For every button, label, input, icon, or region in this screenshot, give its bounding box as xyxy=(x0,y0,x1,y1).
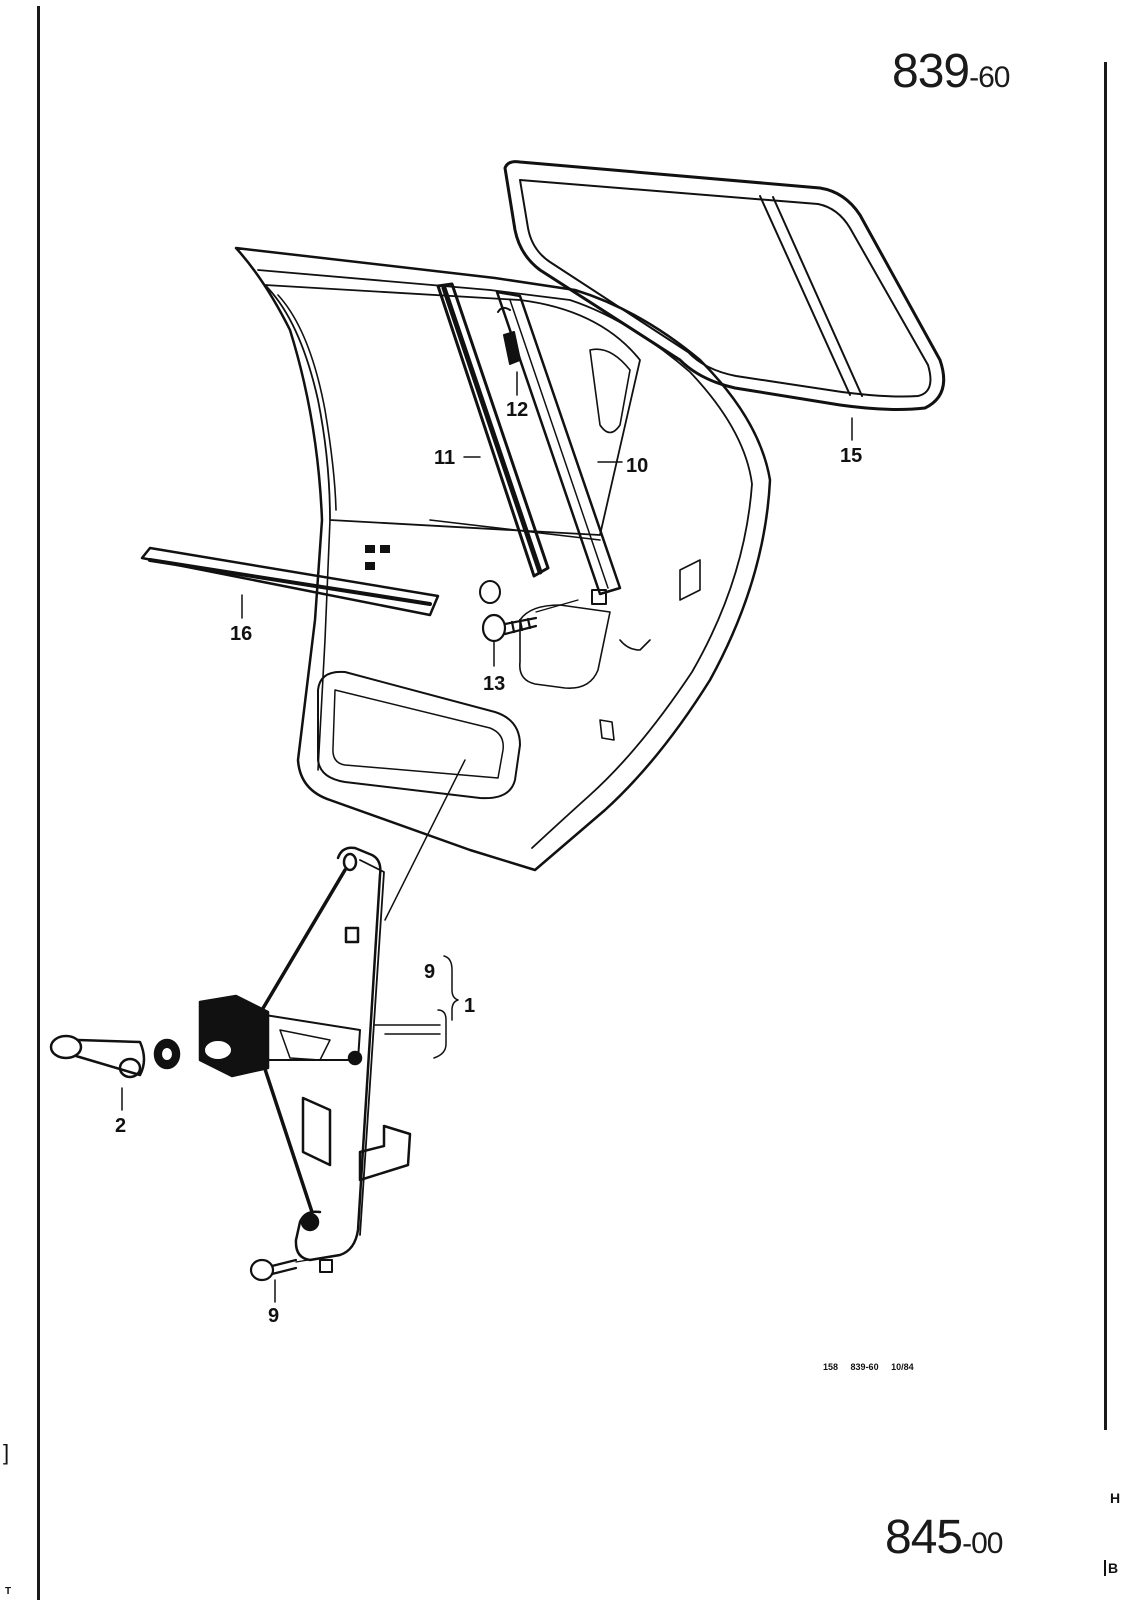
page-code-major: 839 xyxy=(892,45,970,98)
page-code-footer: 845-00 xyxy=(885,1510,1003,1565)
run-strip-part xyxy=(436,282,550,578)
clip-part xyxy=(497,306,521,365)
print-ref-a: 158 xyxy=(823,1362,839,1372)
door-shell-part xyxy=(234,246,772,872)
callout-9-upper: 9 xyxy=(424,961,435,983)
window-regulator-part xyxy=(198,846,412,1273)
page-code-minor: -60 xyxy=(969,61,1010,94)
right-h-mark: H xyxy=(1110,1490,1121,1506)
sill-strip-part xyxy=(140,546,440,617)
print-ref-b: 839-60 xyxy=(850,1362,879,1372)
callout-9-lower: 9 xyxy=(268,1305,279,1327)
callout-1: 1 xyxy=(464,995,475,1017)
callout-10: 10 xyxy=(626,455,648,477)
callout-16: 16 xyxy=(230,623,252,645)
print-ref-c: 10/84 xyxy=(891,1362,914,1372)
left-t-mark: T xyxy=(5,1586,12,1597)
window-glass-part xyxy=(503,160,946,411)
window-crank-part xyxy=(49,1034,181,1079)
print-reference: 158 839-60 10/84 xyxy=(823,1362,914,1372)
window-channel-part xyxy=(495,290,622,605)
left-bracket-mark: ] xyxy=(3,1440,10,1465)
bolt-9-part xyxy=(249,1257,321,1282)
bolt-13-part xyxy=(481,599,579,643)
page-code-header: 839-60 xyxy=(892,44,1010,99)
callout-13: 13 xyxy=(483,673,505,695)
right-b-mark: B xyxy=(1104,1560,1118,1576)
footer-code-minor: -00 xyxy=(962,1527,1003,1560)
right-margin-rule xyxy=(1104,62,1107,1430)
callout-12: 12 xyxy=(506,399,528,421)
callout-15: 15 xyxy=(840,445,862,467)
footer-code-major: 845 xyxy=(885,1511,963,1564)
callout-2: 2 xyxy=(115,1115,126,1137)
left-margin-rule xyxy=(37,6,40,1600)
callout-11: 11 xyxy=(434,447,455,469)
leader-lines xyxy=(121,371,853,1303)
